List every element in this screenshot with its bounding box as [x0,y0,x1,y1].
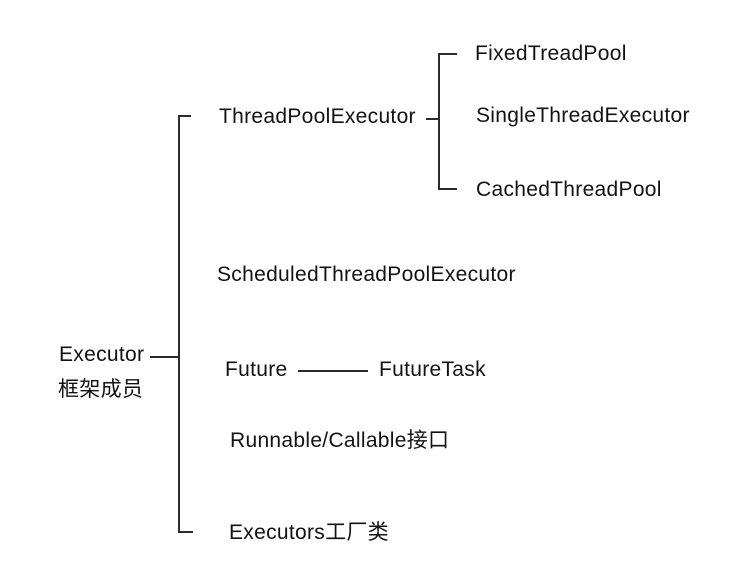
node-future: Future [225,358,288,381]
node-runnable-callable-interface: Runnable/Callable接口 [230,429,450,452]
main-bracket-spine [178,115,180,533]
child-bracket-spine [438,53,440,190]
node-fixedtreadpool: FixedTreadPool [475,42,627,65]
threadpoolexecutor-connector-line [426,118,440,120]
child-bracket-top-tick [438,53,457,55]
child-bracket-bottom-tick [438,188,457,190]
node-cachedthreadpool: CachedThreadPool [476,178,662,201]
main-bracket-top-tick [178,115,191,117]
root-label-framework-members: 框架成员 [58,378,144,401]
root-connector-line [150,356,178,358]
node-singlethreadexecutor: SingleThreadExecutor [476,104,690,127]
main-bracket-bottom-tick [178,531,193,533]
node-futuretask: FutureTask [379,358,486,381]
future-futuretask-connector-line [298,370,368,372]
node-threadpoolexecutor: ThreadPoolExecutor [219,105,416,128]
node-scheduledthreadpoolexecutor: ScheduledThreadPoolExecutor [217,263,516,286]
node-executors-factory-class: Executors工厂类 [229,521,389,544]
root-label-executor: Executor [59,343,145,366]
